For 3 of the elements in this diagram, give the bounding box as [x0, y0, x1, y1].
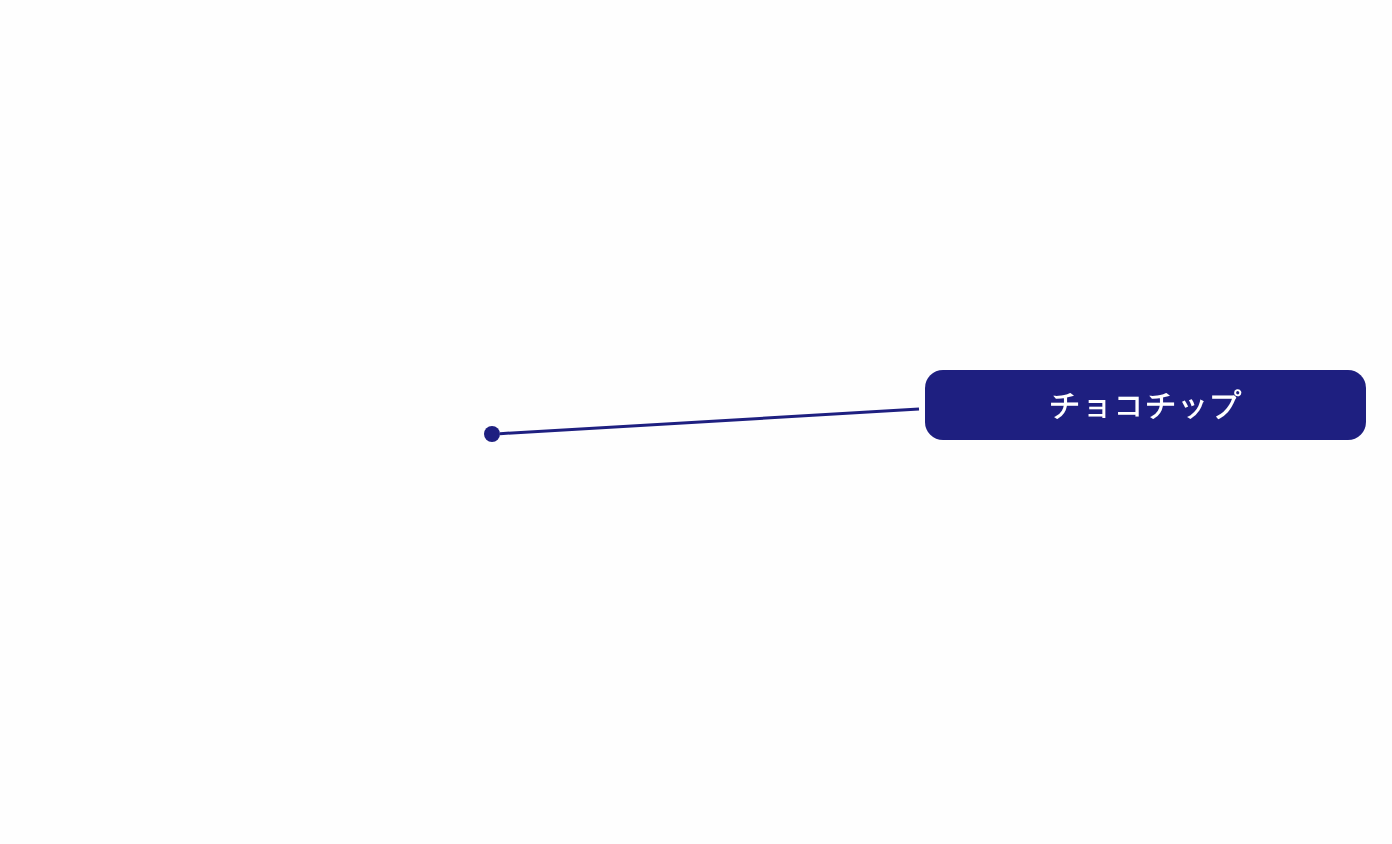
leader-line [499, 407, 920, 436]
marker-dot [484, 426, 500, 442]
callout-label: チョコチップ [925, 370, 1366, 440]
